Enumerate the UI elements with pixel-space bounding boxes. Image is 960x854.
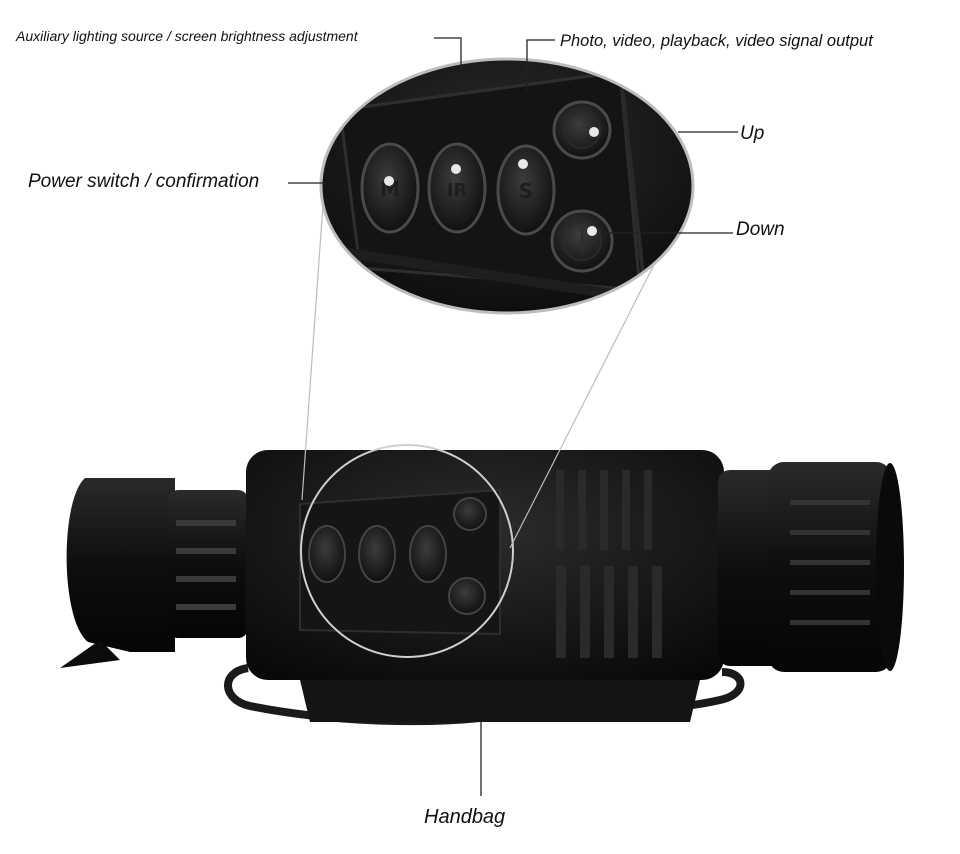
video-button[interactable] <box>409 525 447 583</box>
ir-button[interactable] <box>358 525 396 583</box>
inset-up-button[interactable] <box>552 100 612 160</box>
label-power-switch: Power switch / confirmation <box>28 171 260 192</box>
inset-video-button[interactable]: S <box>496 144 556 236</box>
label-handbag: Handbag <box>424 806 506 828</box>
eyepiece-ring-ridges <box>176 520 236 610</box>
device-control-panel <box>299 488 501 636</box>
dot-photo <box>518 159 528 169</box>
eyecup <box>66 478 175 652</box>
leader-aux <box>434 37 462 90</box>
inset-power-button[interactable]: M <box>360 142 420 234</box>
down-button[interactable] <box>448 577 486 615</box>
dot-aux <box>451 164 461 174</box>
zoom-inset: M IR S <box>319 57 695 315</box>
dot-power <box>384 176 394 186</box>
objective-focus-ring <box>768 462 892 672</box>
up-button[interactable] <box>453 497 487 531</box>
dot-up <box>589 127 599 137</box>
power-button[interactable] <box>308 525 346 583</box>
inset-ir-button[interactable]: IR <box>427 142 487 234</box>
label-up: Up <box>740 123 765 144</box>
objective-ring-ridges <box>790 500 870 625</box>
night-vision-monocular <box>60 444 904 726</box>
ir-glyph: IR <box>447 180 468 201</box>
leader-photo <box>526 39 555 90</box>
label-auxiliary-lighting: Auxiliary lighting source / screen brigh… <box>16 28 358 44</box>
callout-lines <box>288 37 738 796</box>
handbag-pad <box>300 680 700 722</box>
grip-ribs <box>556 470 662 658</box>
indicator-dots <box>384 127 599 236</box>
label-photo-video: Photo, video, playback, video signal out… <box>560 32 873 50</box>
video-glyph: S <box>519 179 533 203</box>
label-down: Down <box>736 219 785 240</box>
dot-down <box>587 226 597 236</box>
zoom-border <box>319 57 695 315</box>
inset-down-button[interactable] <box>550 209 614 273</box>
detail-circle <box>300 444 514 658</box>
eyepiece-ring <box>168 490 248 638</box>
objective-lens-cap <box>876 463 904 671</box>
eyecup-flap <box>60 640 120 668</box>
